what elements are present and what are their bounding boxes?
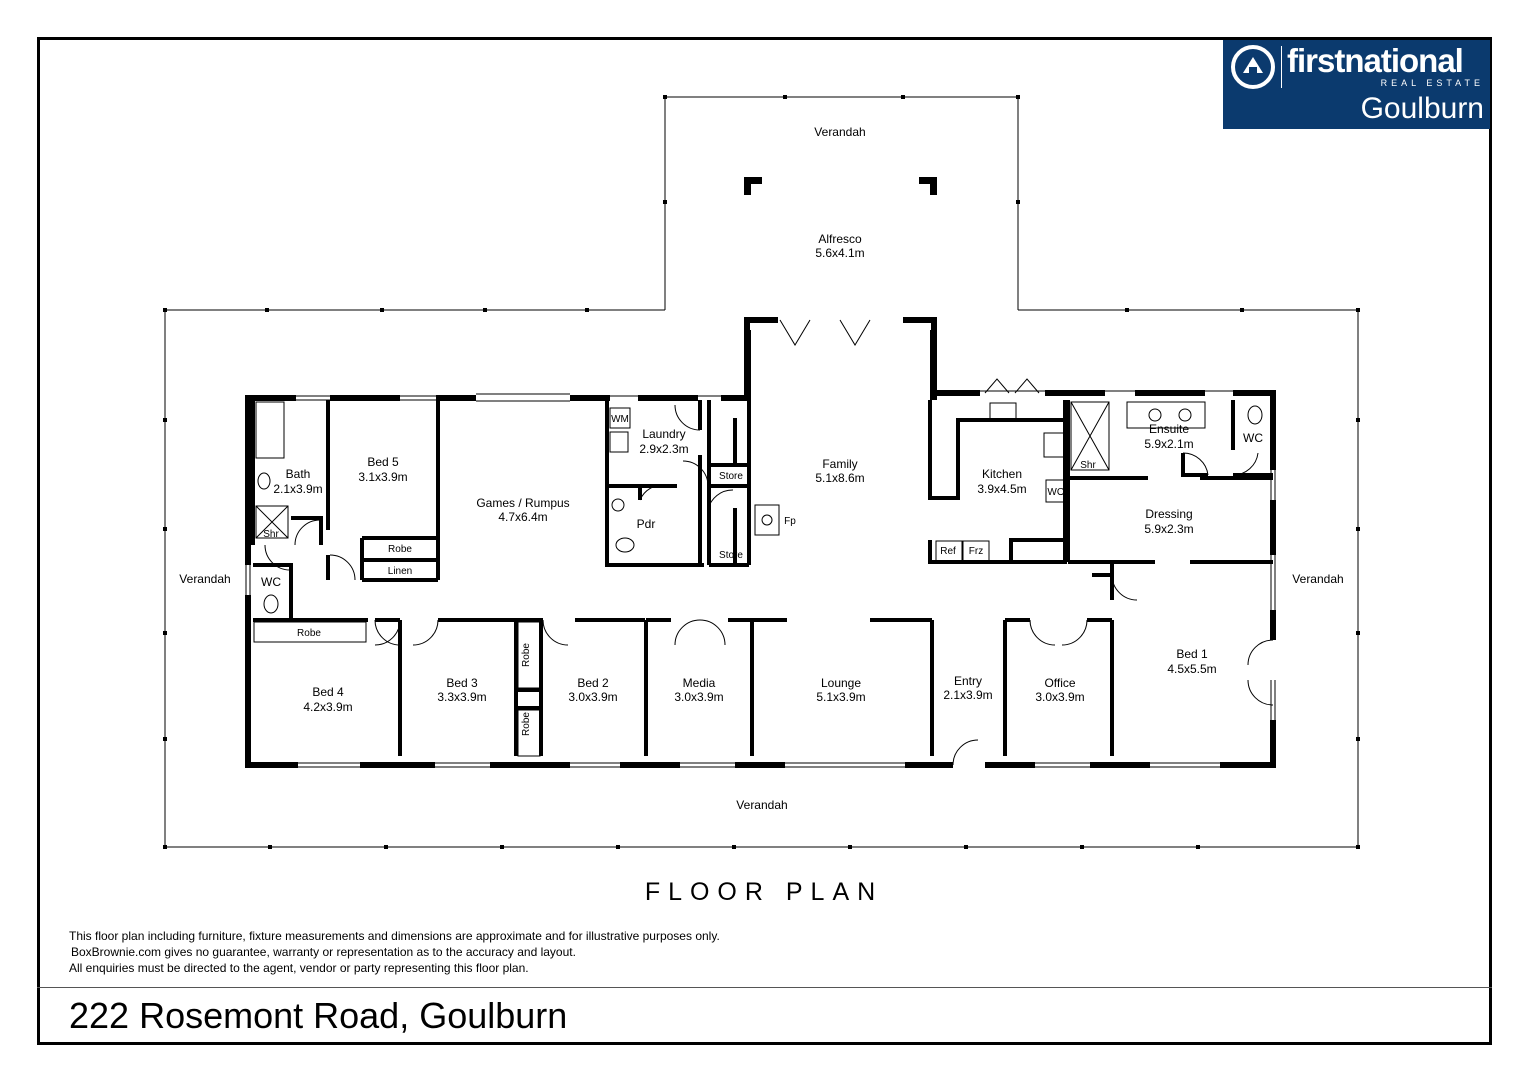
room-verandah-top: Verandah bbox=[814, 125, 865, 139]
room-games-size: 4.7x6.4m bbox=[498, 510, 547, 524]
first-national-logo-icon bbox=[1231, 45, 1275, 89]
alfresco-walls bbox=[744, 177, 937, 400]
verandah-outline bbox=[164, 96, 1359, 848]
brand-subtitle: REAL ESTATE bbox=[1380, 78, 1484, 88]
room-bed1-name: Bed 1 bbox=[1176, 647, 1208, 661]
interior-walls bbox=[251, 400, 1273, 756]
room-family-size: 5.1x8.6m bbox=[815, 471, 864, 485]
room-bed2-name: Bed 2 bbox=[577, 676, 609, 690]
robe-label-bed5: Robe bbox=[388, 544, 412, 555]
room-bed2-size: 3.0x3.9m bbox=[568, 690, 617, 704]
fireplace-label: Fp bbox=[784, 516, 796, 527]
room-bed4-size: 4.2x3.9m bbox=[303, 700, 352, 714]
room-lounge-name: Lounge bbox=[821, 676, 861, 690]
room-verandah-right: Verandah bbox=[1292, 572, 1343, 586]
room-family-name: Family bbox=[822, 457, 857, 471]
robe-label-bed4: Robe bbox=[297, 628, 321, 639]
room-laundry-size: 2.9x2.3m bbox=[639, 442, 688, 456]
brand-office: Goulburn bbox=[1360, 92, 1484, 125]
room-entry-name: Entry bbox=[954, 674, 982, 688]
disclaimer-line: This floor plan including furniture, fix… bbox=[69, 929, 720, 943]
room-pdr-name: Pdr bbox=[637, 517, 656, 531]
room-kitchen-size: 3.9x4.5m bbox=[977, 482, 1026, 496]
robe-label-bed3: Robe bbox=[521, 643, 532, 667]
disclaimer-line: All enquiries must be directed to the ag… bbox=[69, 961, 529, 975]
room-media-size: 3.0x3.9m bbox=[674, 690, 723, 704]
frz-label: Frz bbox=[969, 546, 983, 557]
room-office-name: Office bbox=[1044, 676, 1075, 690]
room-verandah-bottom: Verandah bbox=[736, 798, 787, 812]
disclaimer: This floor plan including furniture, fix… bbox=[69, 928, 720, 976]
room-office-size: 3.0x3.9m bbox=[1035, 690, 1084, 704]
door-swings bbox=[264, 319, 1274, 766]
room-bed3-size: 3.3x3.9m bbox=[437, 690, 486, 704]
linen-label: Linen bbox=[388, 566, 412, 577]
room-kitchen-name: Kitchen bbox=[982, 467, 1022, 481]
wo-label: WO bbox=[1047, 487, 1064, 498]
room-bed4-name: Bed 4 bbox=[312, 685, 344, 699]
room-wc-left: WC bbox=[261, 575, 281, 589]
verandah-posts bbox=[163, 95, 1360, 849]
windows bbox=[245, 340, 1276, 768]
page-frame bbox=[37, 37, 1492, 1045]
store-label-upper: Store bbox=[719, 471, 743, 482]
fixture-labels: WM Store Store Fp WO Ref Frz Shr Shr Rob… bbox=[263, 414, 1096, 736]
room-ensuite-size: 5.9x2.1m bbox=[1144, 437, 1193, 451]
shower-label-bath: Shr bbox=[263, 529, 279, 540]
room-bath-name: Bath bbox=[286, 467, 311, 481]
room-games-name: Games / Rumpus bbox=[476, 496, 569, 510]
plan-title: FLOOR PLAN bbox=[644, 878, 884, 906]
room-ensuite-name: Ensuite bbox=[1149, 422, 1189, 436]
fixtures bbox=[253, 401, 1263, 757]
brand-logo-box: firstnational REAL ESTATE Goulburn bbox=[1223, 40, 1490, 129]
room-entry-size: 2.1x3.9m bbox=[943, 688, 992, 702]
room-bed3-name: Bed 3 bbox=[446, 676, 478, 690]
disclaimer-line: BoxBrownie.com gives no guarantee, warra… bbox=[71, 945, 576, 959]
exterior-walls bbox=[245, 390, 1276, 768]
room-alfresco-size: 5.6x4.1m bbox=[815, 246, 864, 260]
brand-name: firstnational bbox=[1287, 42, 1464, 79]
room-labels: Verandah Alfresco 5.6x4.1m Family 5.1x8.… bbox=[179, 125, 1343, 812]
room-bath-size: 2.1x3.9m bbox=[273, 482, 322, 496]
room-bed5-name: Bed 5 bbox=[367, 455, 399, 469]
ref-label: Ref bbox=[940, 546, 956, 557]
room-dressing-size: 5.9x2.3m bbox=[1144, 522, 1193, 536]
brand-separator bbox=[1281, 46, 1282, 88]
shower-label-ensuite: Shr bbox=[1080, 460, 1096, 471]
room-lounge-size: 5.1x3.9m bbox=[816, 690, 865, 704]
room-media-name: Media bbox=[683, 676, 716, 690]
room-laundry-name: Laundry bbox=[642, 427, 685, 441]
room-wc-right: WC bbox=[1243, 431, 1263, 445]
footer-divider bbox=[37, 987, 1492, 988]
room-dressing-name: Dressing bbox=[1145, 507, 1192, 521]
room-bed5-size: 3.1x3.9m bbox=[358, 470, 407, 484]
room-alfresco-name: Alfresco bbox=[818, 232, 862, 246]
wm-label: WM bbox=[611, 414, 629, 425]
room-bed1-size: 4.5x5.5m bbox=[1167, 662, 1216, 676]
room-verandah-left: Verandah bbox=[179, 572, 230, 586]
store-label-lower: Store bbox=[719, 550, 743, 561]
robe-label-bed2: Robe bbox=[521, 712, 532, 736]
property-address: 222 Rosemont Road, Goulburn bbox=[69, 995, 568, 1036]
